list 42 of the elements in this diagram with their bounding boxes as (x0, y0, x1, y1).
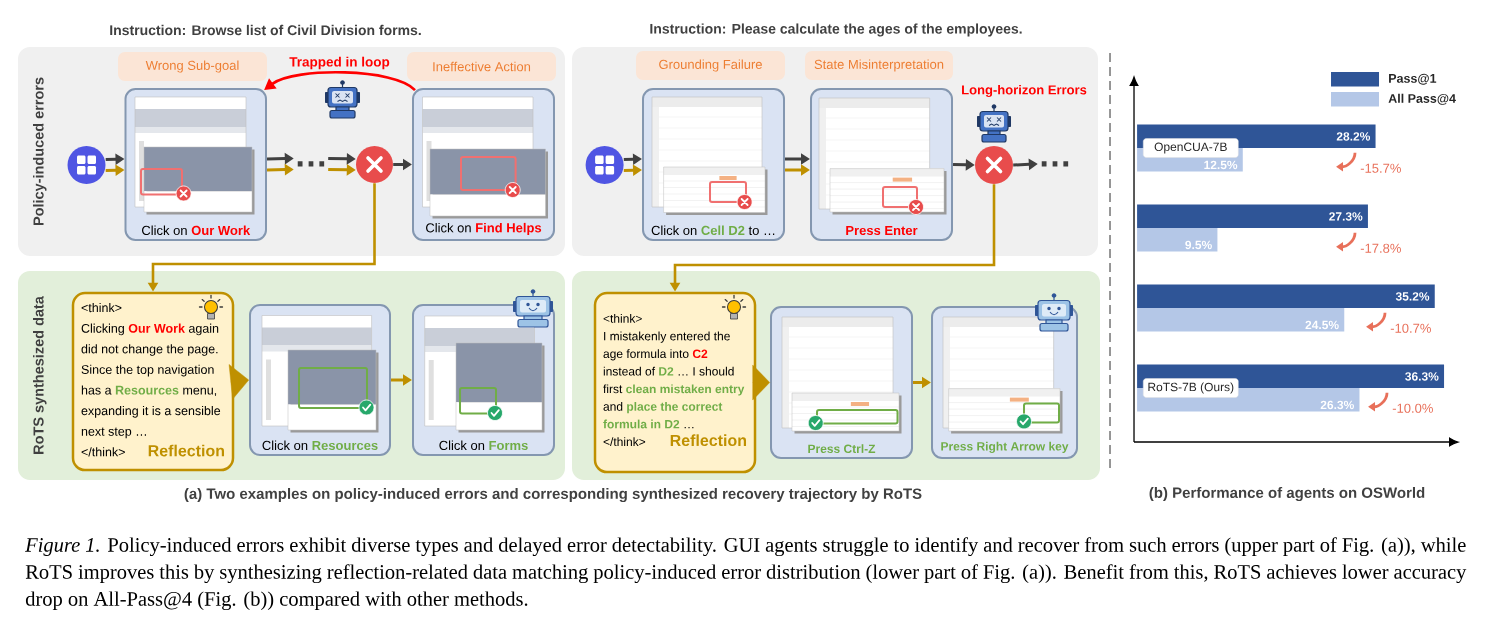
data-label: 12.5% (1204, 160, 1238, 170)
curved-arrow (264, 71, 416, 92)
data-label: 36.3% (1405, 372, 1439, 381)
data-label: 9.5% (1185, 240, 1212, 250)
legend-text: All Pass@4 (1388, 93, 1456, 105)
tag: Grounding Failure (636, 51, 785, 80)
tag: State Misinterpretation (805, 51, 953, 80)
annotation-text: -10.7% (1390, 323, 1431, 333)
tag: Wrong Sub-goal (118, 52, 267, 81)
heading: Instruction: Please calculate the ages of the employees. (650, 23, 1022, 37)
note-box: <think> I mistakenly entered the age formula into C2 instead of D2 … I should first clean mistaken entry and place the correct formula in D2 … </think> Reflection (593, 291, 757, 474)
cross-circle (356, 146, 393, 183)
legend-text: Pass@1 (1389, 73, 1437, 85)
bar (1137, 284, 1435, 309)
data-label: 27.3% (1329, 212, 1363, 221)
data-label: 26.3% (1320, 400, 1354, 410)
bar (1137, 308, 1345, 332)
ellipsis: … (297, 161, 325, 167)
data-label: 35.2% (1395, 292, 1430, 301)
pointer-triangle (752, 364, 770, 401)
annotation-text: -15.7% (1360, 163, 1401, 173)
grid-icon (67, 146, 106, 184)
grid-icon (585, 146, 624, 184)
annotation-text: -17.8% (1360, 243, 1401, 253)
y-tick-label: RoTS-7B (Ours) (1148, 382, 1234, 394)
ellipsis: … (1041, 161, 1069, 167)
data-label: 24.5% (1305, 320, 1339, 330)
heading: Instruction: Browse list of Civil Division forms. (110, 24, 421, 36)
edge-label: Trapped in loop (287, 55, 392, 71)
cross-circle (975, 146, 1013, 184)
annotation-text: -10.0% (1392, 403, 1433, 413)
caption: Figure 1. Policy-induced errors exhibit diverse types and delayed error detectability. GUI agents struggle to identify and recover from such errors (upper part of Fig. (a)), while RoTS improves this by synthesizing reflection-related data matching policy-induced error distribution (lower part of Fig. (a)). Benefit from this, RoTS achieves lower accuracy drop on All-Pass@4 (Fig. (b)) compared with other methods. (25, 537, 1467, 611)
tag: Ineffective Action (407, 52, 556, 81)
bar (1137, 228, 1218, 252)
subcaption: (a) Two examples on policy-induced errors and corresponding synthesized recovery trajectory by RoTS (184, 488, 922, 503)
chart-title: (b) Performance of agents on OSWorld (1149, 487, 1425, 502)
note-box: <think> Clicking Our Work again did not change the page. Since the top navigation has a Resources menu, expanding it is a sensible next step … </think> Reflection (71, 291, 235, 472)
data-label: 28.2% (1336, 132, 1371, 141)
callout-text: Long-horizon Errors (962, 84, 1087, 98)
pointer-triangle (228, 364, 249, 400)
y-tick-label: OpenCUA-7B (1154, 142, 1227, 154)
bar (1137, 204, 1368, 229)
